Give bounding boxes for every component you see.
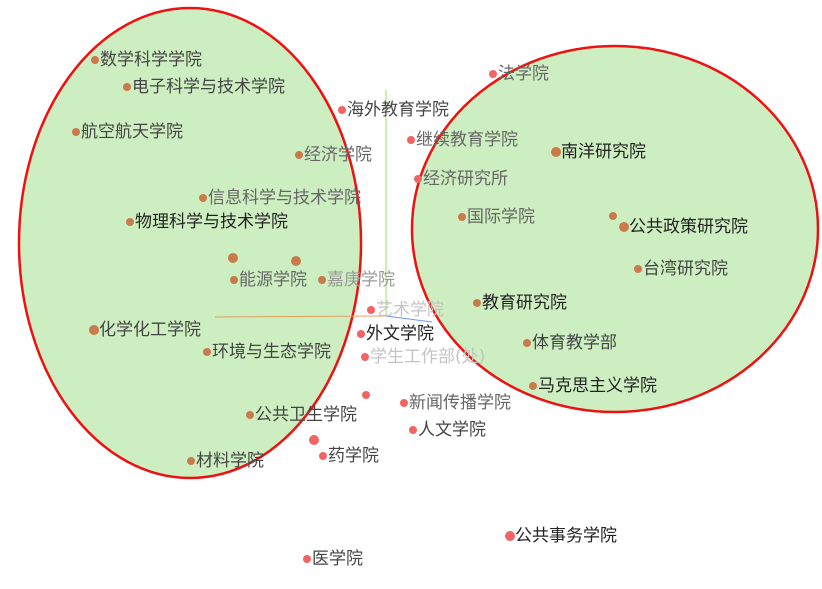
point-label: 能源学院 <box>239 270 307 290</box>
data-point[interactable] <box>319 452 327 460</box>
data-point[interactable] <box>458 213 466 221</box>
point-label: 航空航天学院 <box>81 122 183 142</box>
data-point[interactable] <box>634 265 642 273</box>
data-point[interactable] <box>89 325 99 335</box>
data-point[interactable] <box>473 299 481 307</box>
data-point[interactable] <box>489 70 497 78</box>
point-label: 人文学院 <box>418 420 486 440</box>
point-label: 药学院 <box>328 446 379 466</box>
point-label: 医学院 <box>312 549 363 569</box>
data-point[interactable] <box>246 411 254 419</box>
data-point[interactable] <box>187 457 195 465</box>
data-point[interactable] <box>529 382 537 390</box>
data-point[interactable] <box>523 339 531 347</box>
data-point[interactable] <box>357 330 365 338</box>
point-label: 继续教育学院 <box>416 130 518 150</box>
data-point[interactable] <box>126 218 134 226</box>
x-axis <box>214 315 387 318</box>
data-point[interactable] <box>303 555 311 563</box>
right-cluster-ellipse <box>410 44 820 414</box>
data-point[interactable] <box>309 435 319 445</box>
data-point[interactable] <box>619 222 629 232</box>
point-label: 材料学院 <box>196 451 264 471</box>
data-point[interactable] <box>203 348 211 356</box>
point-label: 马克思主义学院 <box>538 376 657 396</box>
point-label: 信息科学与技术学院 <box>208 188 361 208</box>
data-point[interactable] <box>123 83 131 91</box>
point-label: 经济学院 <box>304 145 372 165</box>
data-point[interactable] <box>291 256 301 266</box>
data-point[interactable] <box>407 136 415 144</box>
point-label: 嘉庚学院 <box>327 270 395 290</box>
data-point[interactable] <box>338 106 346 114</box>
point-label: 外文学院 <box>366 324 434 344</box>
point-label: 经济研究所 <box>423 169 508 189</box>
point-label: 数学科学学院 <box>100 50 202 70</box>
point-label: 公共卫生学院 <box>255 405 357 425</box>
point-label: 体育教学部 <box>532 333 617 353</box>
point-label: 化学化工学院 <box>99 320 201 340</box>
point-label: 新闻传播学院 <box>409 393 511 413</box>
point-label: 教育研究院 <box>482 293 567 313</box>
data-point[interactable] <box>361 353 369 361</box>
data-point[interactable] <box>609 212 617 220</box>
point-label: 公共政策研究院 <box>629 217 748 237</box>
data-point[interactable] <box>230 276 238 284</box>
z-axis <box>385 315 433 323</box>
data-point[interactable] <box>295 151 303 159</box>
point-label: 环境与生态学院 <box>212 342 331 362</box>
data-point[interactable] <box>409 426 417 434</box>
point-label: 南洋研究院 <box>561 142 646 162</box>
point-label: 艺术学院 <box>376 300 444 320</box>
point-label: 台湾研究院 <box>643 259 728 279</box>
data-point[interactable] <box>199 194 207 202</box>
point-label: 公共事务学院 <box>515 526 617 546</box>
data-point[interactable] <box>72 128 80 136</box>
point-label: 物理科学与技术学院 <box>135 212 288 232</box>
data-point[interactable] <box>551 147 561 157</box>
point-label: 学生工作部(处) <box>370 347 486 367</box>
data-point[interactable] <box>362 391 370 399</box>
data-point[interactable] <box>318 276 326 284</box>
data-point[interactable] <box>505 531 515 541</box>
left-cluster-ellipse <box>17 6 363 480</box>
point-label: 海外教育学院 <box>347 100 449 120</box>
point-label: 法学院 <box>498 64 549 84</box>
data-point[interactable] <box>400 399 408 407</box>
data-point[interactable] <box>414 175 422 183</box>
data-point[interactable] <box>367 306 375 314</box>
data-point[interactable] <box>228 253 238 263</box>
point-label: 国际学院 <box>467 207 535 227</box>
point-label: 电子科学与技术学院 <box>132 77 285 97</box>
data-point[interactable] <box>91 56 99 64</box>
